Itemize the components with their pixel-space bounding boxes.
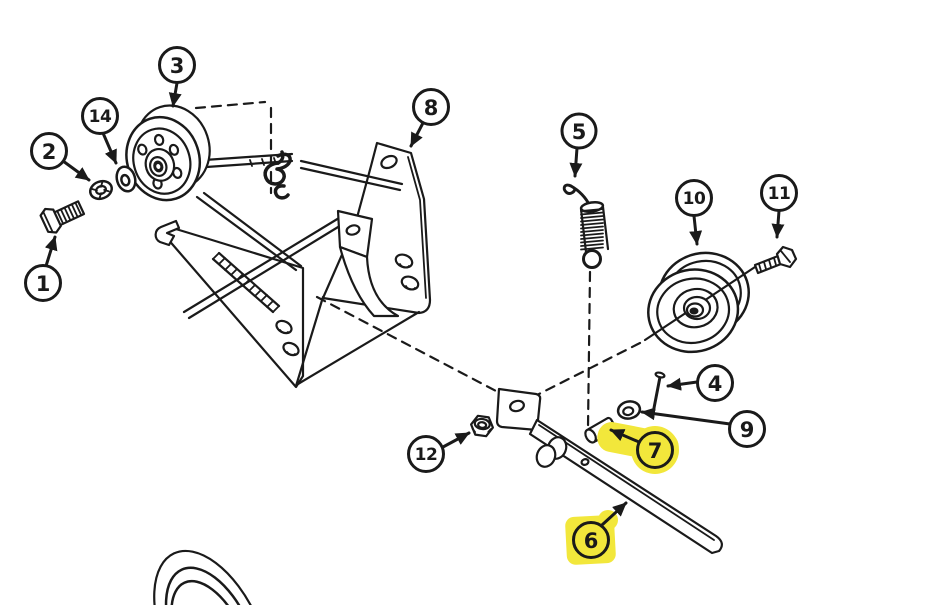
- callout-14-number: 14: [89, 107, 112, 127]
- callout-6[interactable]: 6: [572, 501, 628, 559]
- callout-1-number: 1: [36, 272, 51, 296]
- callout-2[interactable]: 2: [30, 132, 91, 182]
- callout-9-number: 9: [740, 418, 755, 442]
- callout-2-number: 2: [42, 140, 57, 164]
- callout-11-number: 11: [768, 184, 791, 204]
- callout-11[interactable]: 11: [760, 174, 798, 239]
- callout-3[interactable]: 3: [158, 46, 196, 108]
- callout-7-number: 7: [648, 439, 663, 463]
- idler-arm-6-drawing: [495, 387, 723, 555]
- callout-1[interactable]: 1: [24, 235, 62, 302]
- partial-pulley-drawing: [153, 549, 271, 605]
- flat-washer-14-drawing: [115, 165, 137, 193]
- bolt-11-drawing: [753, 245, 798, 275]
- assembly-dashed-lines: [194, 100, 642, 429]
- bolt-1-drawing: [39, 200, 86, 234]
- callout-14[interactable]: 14: [81, 97, 119, 165]
- callout-8-number: 8: [424, 96, 439, 120]
- callout-3-number: 3: [170, 54, 185, 78]
- lock-washer-2-drawing: [89, 179, 113, 201]
- callout-7[interactable]: 7: [609, 428, 674, 469]
- callout-5-number: 5: [572, 120, 587, 144]
- pulley-3-drawing: [125, 104, 211, 202]
- callout-5[interactable]: 5: [560, 112, 598, 178]
- callout-9[interactable]: 9: [640, 407, 766, 448]
- callout-10[interactable]: 10: [675, 179, 713, 246]
- callout-10-number: 10: [683, 189, 706, 209]
- callout-12-number: 12: [415, 445, 438, 465]
- washer-9-drawing: [616, 400, 642, 420]
- bracket-weldment: [154, 141, 432, 389]
- spring-5-drawing: [562, 183, 610, 269]
- callout-4-number: 4: [708, 372, 723, 396]
- nut-12-drawing: [470, 414, 494, 438]
- pin-4-drawing: [652, 371, 666, 410]
- callout-12[interactable]: 12: [407, 431, 471, 473]
- callout-4[interactable]: 4: [666, 364, 734, 402]
- callout-6-number: 6: [584, 529, 599, 553]
- callout-8[interactable]: 8: [409, 88, 450, 148]
- idler-pulley-10-drawing: [643, 251, 757, 354]
